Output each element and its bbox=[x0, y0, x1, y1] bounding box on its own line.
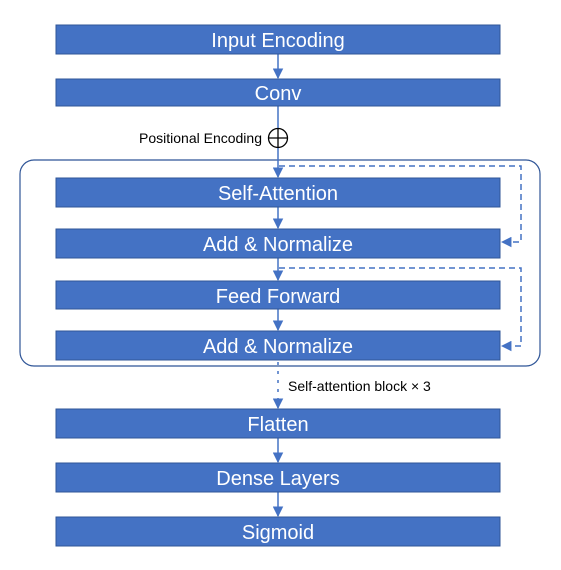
residual-connection-1 bbox=[279, 165, 522, 248]
self-attention-block-group bbox=[19, 159, 541, 367]
feed-forward-block: Feed Forward bbox=[55, 280, 501, 310]
input-encoding-label: Input Encoding bbox=[211, 30, 344, 52]
dense-layers-block: Dense Layers bbox=[55, 462, 501, 493]
conv-label: Conv bbox=[255, 83, 302, 105]
add-normalize-block-1: Add & Normalize bbox=[55, 228, 501, 259]
circled-plus-icon bbox=[267, 127, 289, 149]
self-attention-block: Self-Attention bbox=[55, 177, 501, 208]
add-normalize-label-1: Add & Normalize bbox=[203, 234, 353, 256]
positional-encoding-label: Positional Encoding bbox=[139, 130, 262, 146]
self-attention-label: Self-Attention bbox=[218, 183, 338, 205]
input-encoding-block: Input Encoding bbox=[55, 24, 501, 55]
feed-forward-label: Feed Forward bbox=[216, 286, 341, 308]
flatten-label: Flatten bbox=[247, 414, 308, 436]
dense-layers-label: Dense Layers bbox=[216, 468, 339, 490]
sigmoid-block: Sigmoid bbox=[55, 516, 501, 547]
add-normalize-block-2: Add & Normalize bbox=[55, 330, 501, 361]
flatten-block: Flatten bbox=[55, 408, 501, 439]
block-repeat-label: Self-attention block × 3 bbox=[288, 378, 431, 394]
sigmoid-label: Sigmoid bbox=[242, 522, 314, 544]
add-normalize-label-2: Add & Normalize bbox=[203, 336, 353, 358]
conv-block: Conv bbox=[55, 78, 501, 107]
residual-connection-2 bbox=[279, 267, 522, 352]
